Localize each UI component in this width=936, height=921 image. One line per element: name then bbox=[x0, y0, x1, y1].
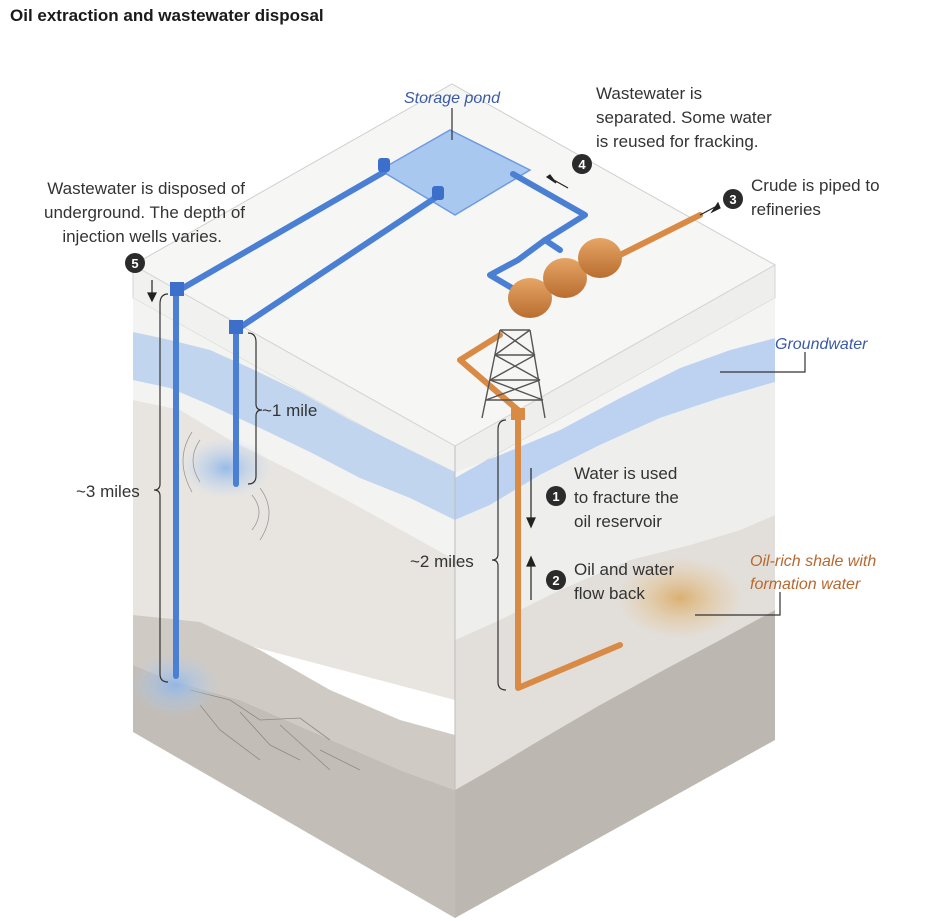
svg-text:Wastewater is: Wastewater is bbox=[596, 84, 702, 103]
bedrock-cracks bbox=[189, 689, 361, 771]
storage-pond-label: Storage pond bbox=[404, 90, 501, 107]
right-groundwater-band bbox=[455, 338, 775, 520]
svg-text:3: 3 bbox=[729, 192, 736, 207]
svg-text:separated. Some water: separated. Some water bbox=[596, 108, 772, 127]
shale-label-line2: formation water bbox=[750, 576, 861, 593]
right-midrock-layer bbox=[455, 382, 775, 640]
leader-lines bbox=[451, 108, 806, 616]
flow-arrows bbox=[147, 174, 721, 600]
step-3: 3 Crude is piped to refineries bbox=[723, 176, 880, 219]
two-miles-label: ~2 miles bbox=[410, 552, 474, 571]
left-groundwater-band bbox=[133, 332, 455, 520]
separator-tanks bbox=[508, 238, 622, 318]
svg-text:to fracture the: to fracture the bbox=[574, 488, 679, 507]
shallow-injection-zone bbox=[181, 438, 271, 498]
deep-injection-zone bbox=[130, 653, 220, 717]
page-title: Oil extraction and wastewater disposal bbox=[10, 6, 324, 25]
step-5: 5 Wastewater is disposed of underground.… bbox=[44, 179, 245, 273]
svg-text:flow back: flow back bbox=[574, 584, 645, 603]
left-shale-layer bbox=[133, 615, 455, 790]
right-subsoil-layer bbox=[455, 298, 775, 478]
right-bedrock-layer bbox=[455, 610, 775, 918]
three-miles-label: ~3 miles bbox=[76, 482, 140, 501]
svg-text:Crude is piped to: Crude is piped to bbox=[751, 176, 880, 195]
svg-text:Wastewater is disposed of: Wastewater is disposed of bbox=[47, 179, 245, 198]
one-mile-label: ~1 mile bbox=[262, 401, 317, 420]
svg-text:Water is used: Water is used bbox=[574, 464, 677, 483]
svg-text:injection wells varies.: injection wells varies. bbox=[62, 227, 222, 246]
svg-text:is reused for fracking.: is reused for fracking. bbox=[596, 132, 759, 151]
left-bedrock-layer bbox=[133, 665, 455, 918]
shale-label-line1: Oil-rich shale with bbox=[750, 553, 876, 570]
seismic-ripples-icon bbox=[182, 431, 270, 541]
svg-text:Oil and water: Oil and water bbox=[574, 560, 674, 579]
depth-brackets bbox=[153, 293, 507, 691]
groundwater-label: Groundwater bbox=[775, 336, 868, 353]
water-pipes bbox=[173, 169, 588, 679]
svg-text:4: 4 bbox=[578, 157, 586, 172]
svg-text:oil reservoir: oil reservoir bbox=[574, 512, 662, 531]
svg-text:2: 2 bbox=[552, 573, 559, 588]
step-1: 1 Water is used to fracture the oil rese… bbox=[546, 464, 679, 531]
step-4: 4 Wastewater is separated. Some water is… bbox=[572, 84, 772, 174]
drilling-rig bbox=[481, 329, 546, 419]
oil-wellhead bbox=[511, 408, 525, 420]
wellheads bbox=[170, 158, 444, 334]
svg-text:refineries: refineries bbox=[751, 200, 821, 219]
step-2: 2 Oil and water flow back bbox=[546, 560, 674, 603]
oil-rich-shale-zone bbox=[615, 556, 745, 640]
svg-text:underground. The depth of: underground. The depth of bbox=[44, 203, 245, 222]
svg-text:1: 1 bbox=[552, 489, 559, 504]
svg-text:5: 5 bbox=[131, 256, 138, 271]
